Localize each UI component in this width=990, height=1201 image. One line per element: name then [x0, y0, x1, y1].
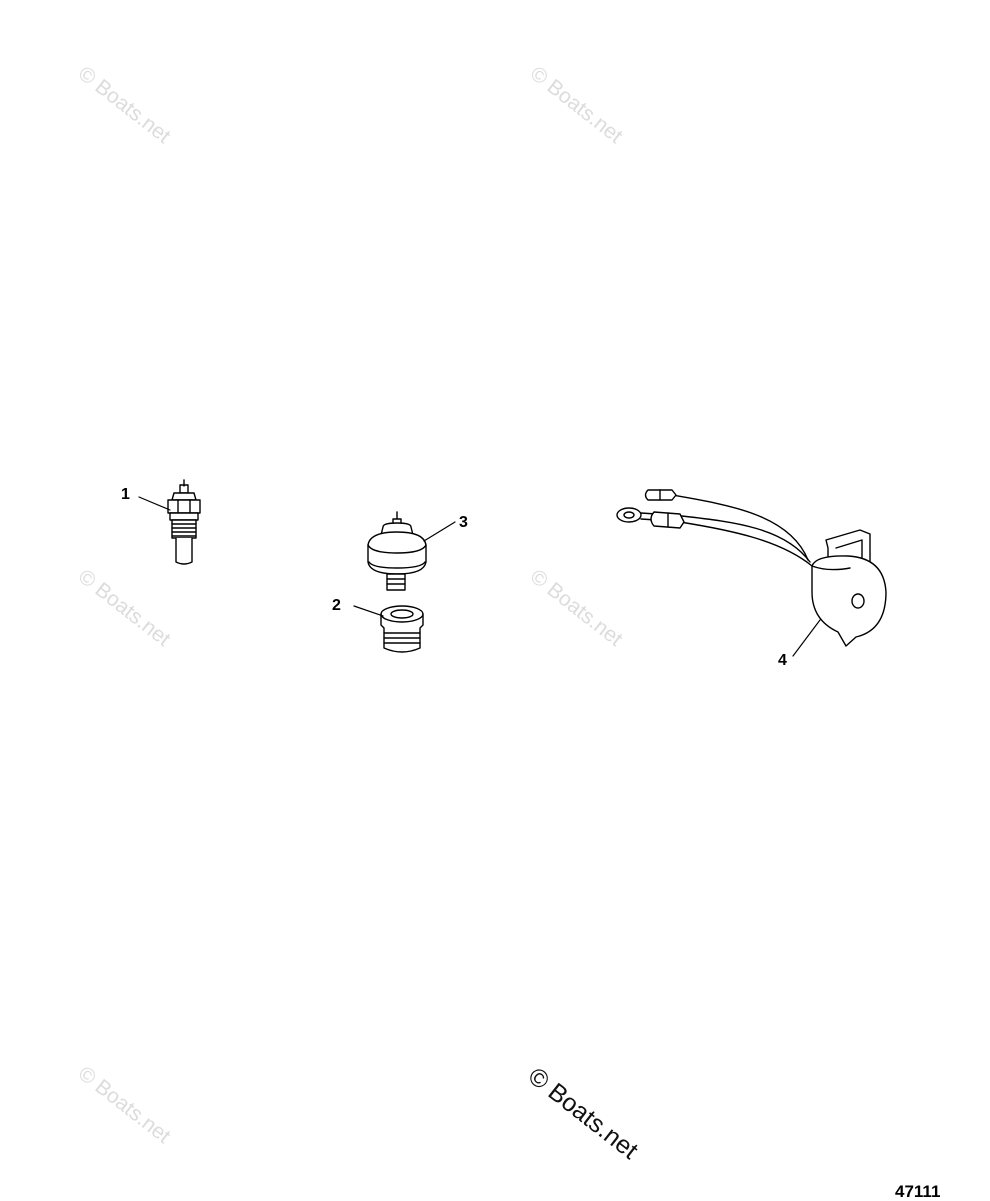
part-1-temperature-sender — [167, 479, 201, 565]
callout-part-4: 4 — [778, 652, 787, 669]
part-2-bushing — [380, 605, 424, 653]
part-3-pressure-sender — [367, 511, 427, 591]
callout-part-1: 1 — [121, 486, 130, 503]
part-4-sensor-harness — [616, 489, 887, 647]
leader-line-3 — [423, 521, 456, 542]
leader-lines — [138, 496, 821, 657]
leader-line-1 — [138, 496, 171, 511]
callout-part-3: 3 — [459, 514, 468, 531]
leader-line-4 — [792, 619, 821, 657]
callout-part-2: 2 — [332, 597, 341, 614]
figure-number: 47111 — [895, 1182, 941, 1201]
leader-line-2 — [353, 605, 384, 617]
